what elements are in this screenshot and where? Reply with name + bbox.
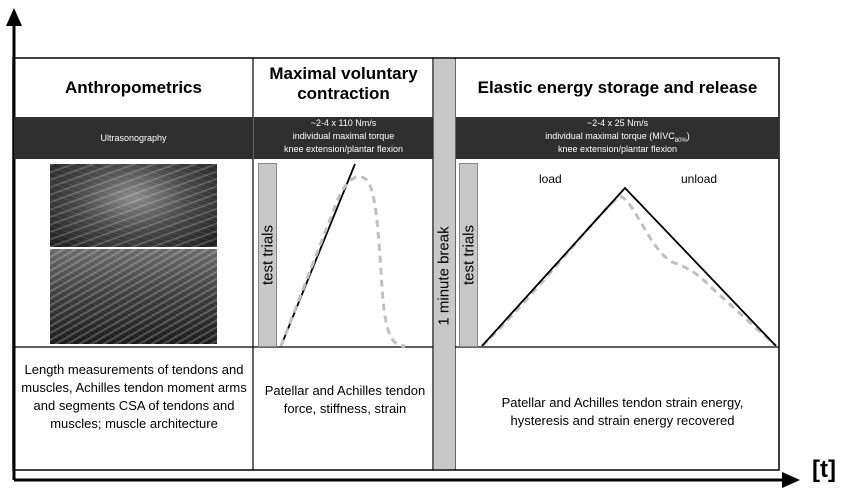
- elastic-bar-line2-sub: 80%: [674, 137, 687, 144]
- elastic-bar-line2: individual maximal torque (MIVC80%): [456, 131, 779, 147]
- elastic-bar-line2-main: individual maximal torque (MIVC: [545, 131, 675, 141]
- load-label: load: [539, 172, 562, 186]
- mvc-bar: [254, 117, 433, 159]
- anthropometrics-bar: [14, 117, 253, 159]
- mvc-bar-line1: ~2-4 x 110 Nm/s: [310, 118, 377, 128]
- elastic-test-trials-bar: [459, 163, 478, 347]
- mvc-test-trials-bar: [258, 163, 277, 347]
- mvc-bar-line3: knee extension/plantar flexion: [283, 144, 404, 154]
- ultrasonography-label: Ultrasonography: [100, 133, 167, 143]
- elastic-bar-line2-end: ): [686, 131, 690, 141]
- mvc-bar-line2: individual maximal torque: [292, 131, 395, 141]
- ultrasound-image-top: [50, 164, 217, 247]
- unload-label: unload: [681, 172, 718, 186]
- ultrasound-image-bottom: [50, 249, 217, 344]
- break-column: [434, 59, 455, 469]
- mvc-description: Patellar and Achilles tendon force, stif…: [264, 383, 426, 416]
- elastic-description: Patellar and Achilles tendon strain ener…: [501, 395, 744, 428]
- anthropometrics-description: Length measurements of tendons and muscl…: [21, 362, 247, 431]
- elastic-bar: [456, 117, 779, 159]
- mvc-title: Maximal voluntary contraction: [269, 64, 418, 103]
- elastic-bar-line1: ~2-4 x 25 Nm/s: [586, 118, 649, 128]
- elastic-title: Elastic energy storage and release: [477, 78, 758, 97]
- time-axis-label: [t]: [812, 456, 836, 483]
- anthropometrics-title: Anthropometrics: [65, 78, 202, 97]
- elastic-bar-line3: knee extension/plantar flexion: [557, 144, 678, 154]
